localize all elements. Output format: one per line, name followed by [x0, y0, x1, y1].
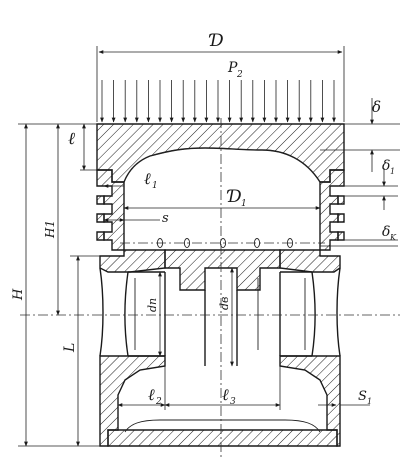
- label-D1: Ɗ: [226, 187, 242, 207]
- label-delta-k: δ: [382, 224, 390, 240]
- label-l2: ℓ: [148, 385, 155, 404]
- label-P2-sub: 2: [236, 70, 243, 80]
- left-dimensions: [18, 123, 100, 447]
- pressure-arrows: [100, 80, 336, 123]
- label-dn: dп: [146, 298, 159, 312]
- label-l3-sub: 3: [230, 397, 236, 407]
- bottom-dimensions: [117, 366, 370, 410]
- dimension-D: [96, 46, 345, 122]
- skirt-left: [99, 267, 104, 357]
- inner-cavity: [123, 147, 321, 183]
- skirt-right: [336, 267, 341, 357]
- label-delta1: δ: [382, 158, 390, 174]
- ring-lands-left: [96, 169, 125, 251]
- pin-dimensions: [158, 267, 234, 367]
- pin-bore: [124, 271, 316, 357]
- label-l2-sub: 2: [155, 397, 162, 407]
- label-db: dв: [218, 297, 231, 310]
- oil-hole: [183, 238, 191, 248]
- label-D1-sub: 1: [241, 199, 247, 209]
- label-delta1-sub: 1: [390, 167, 395, 176]
- skirt-base: [107, 429, 338, 447]
- skirt-bottom-left: [99, 355, 166, 447]
- label-l1: ℓ: [144, 169, 151, 188]
- right-dimensions: [320, 98, 400, 247]
- label-L: L: [62, 343, 78, 353]
- label-H1: H1: [43, 220, 57, 239]
- boss-top-left: [99, 249, 166, 273]
- label-s: s: [162, 211, 169, 226]
- piston-crown: [96, 123, 345, 183]
- label-delta: δ: [372, 98, 381, 116]
- skirt-bottom-right: [279, 355, 341, 447]
- oil-hole: [219, 238, 227, 248]
- label-D: Ɗ: [208, 31, 224, 51]
- label-l-top: ℓ: [68, 129, 75, 149]
- pin-boss-center: [164, 249, 281, 291]
- boss-top-right: [279, 249, 341, 273]
- ring-lands-right: [319, 169, 345, 251]
- label-P2: P: [227, 60, 238, 76]
- inner-dimensions: [103, 184, 321, 222]
- label-delta-k-sub: K: [389, 233, 397, 242]
- label-l1-sub: 1: [152, 181, 158, 191]
- label-H: H: [11, 288, 26, 301]
- label-S1-sub: 1: [367, 397, 372, 406]
- label-l3: ℓ: [222, 385, 229, 404]
- label-S1: S: [358, 389, 367, 404]
